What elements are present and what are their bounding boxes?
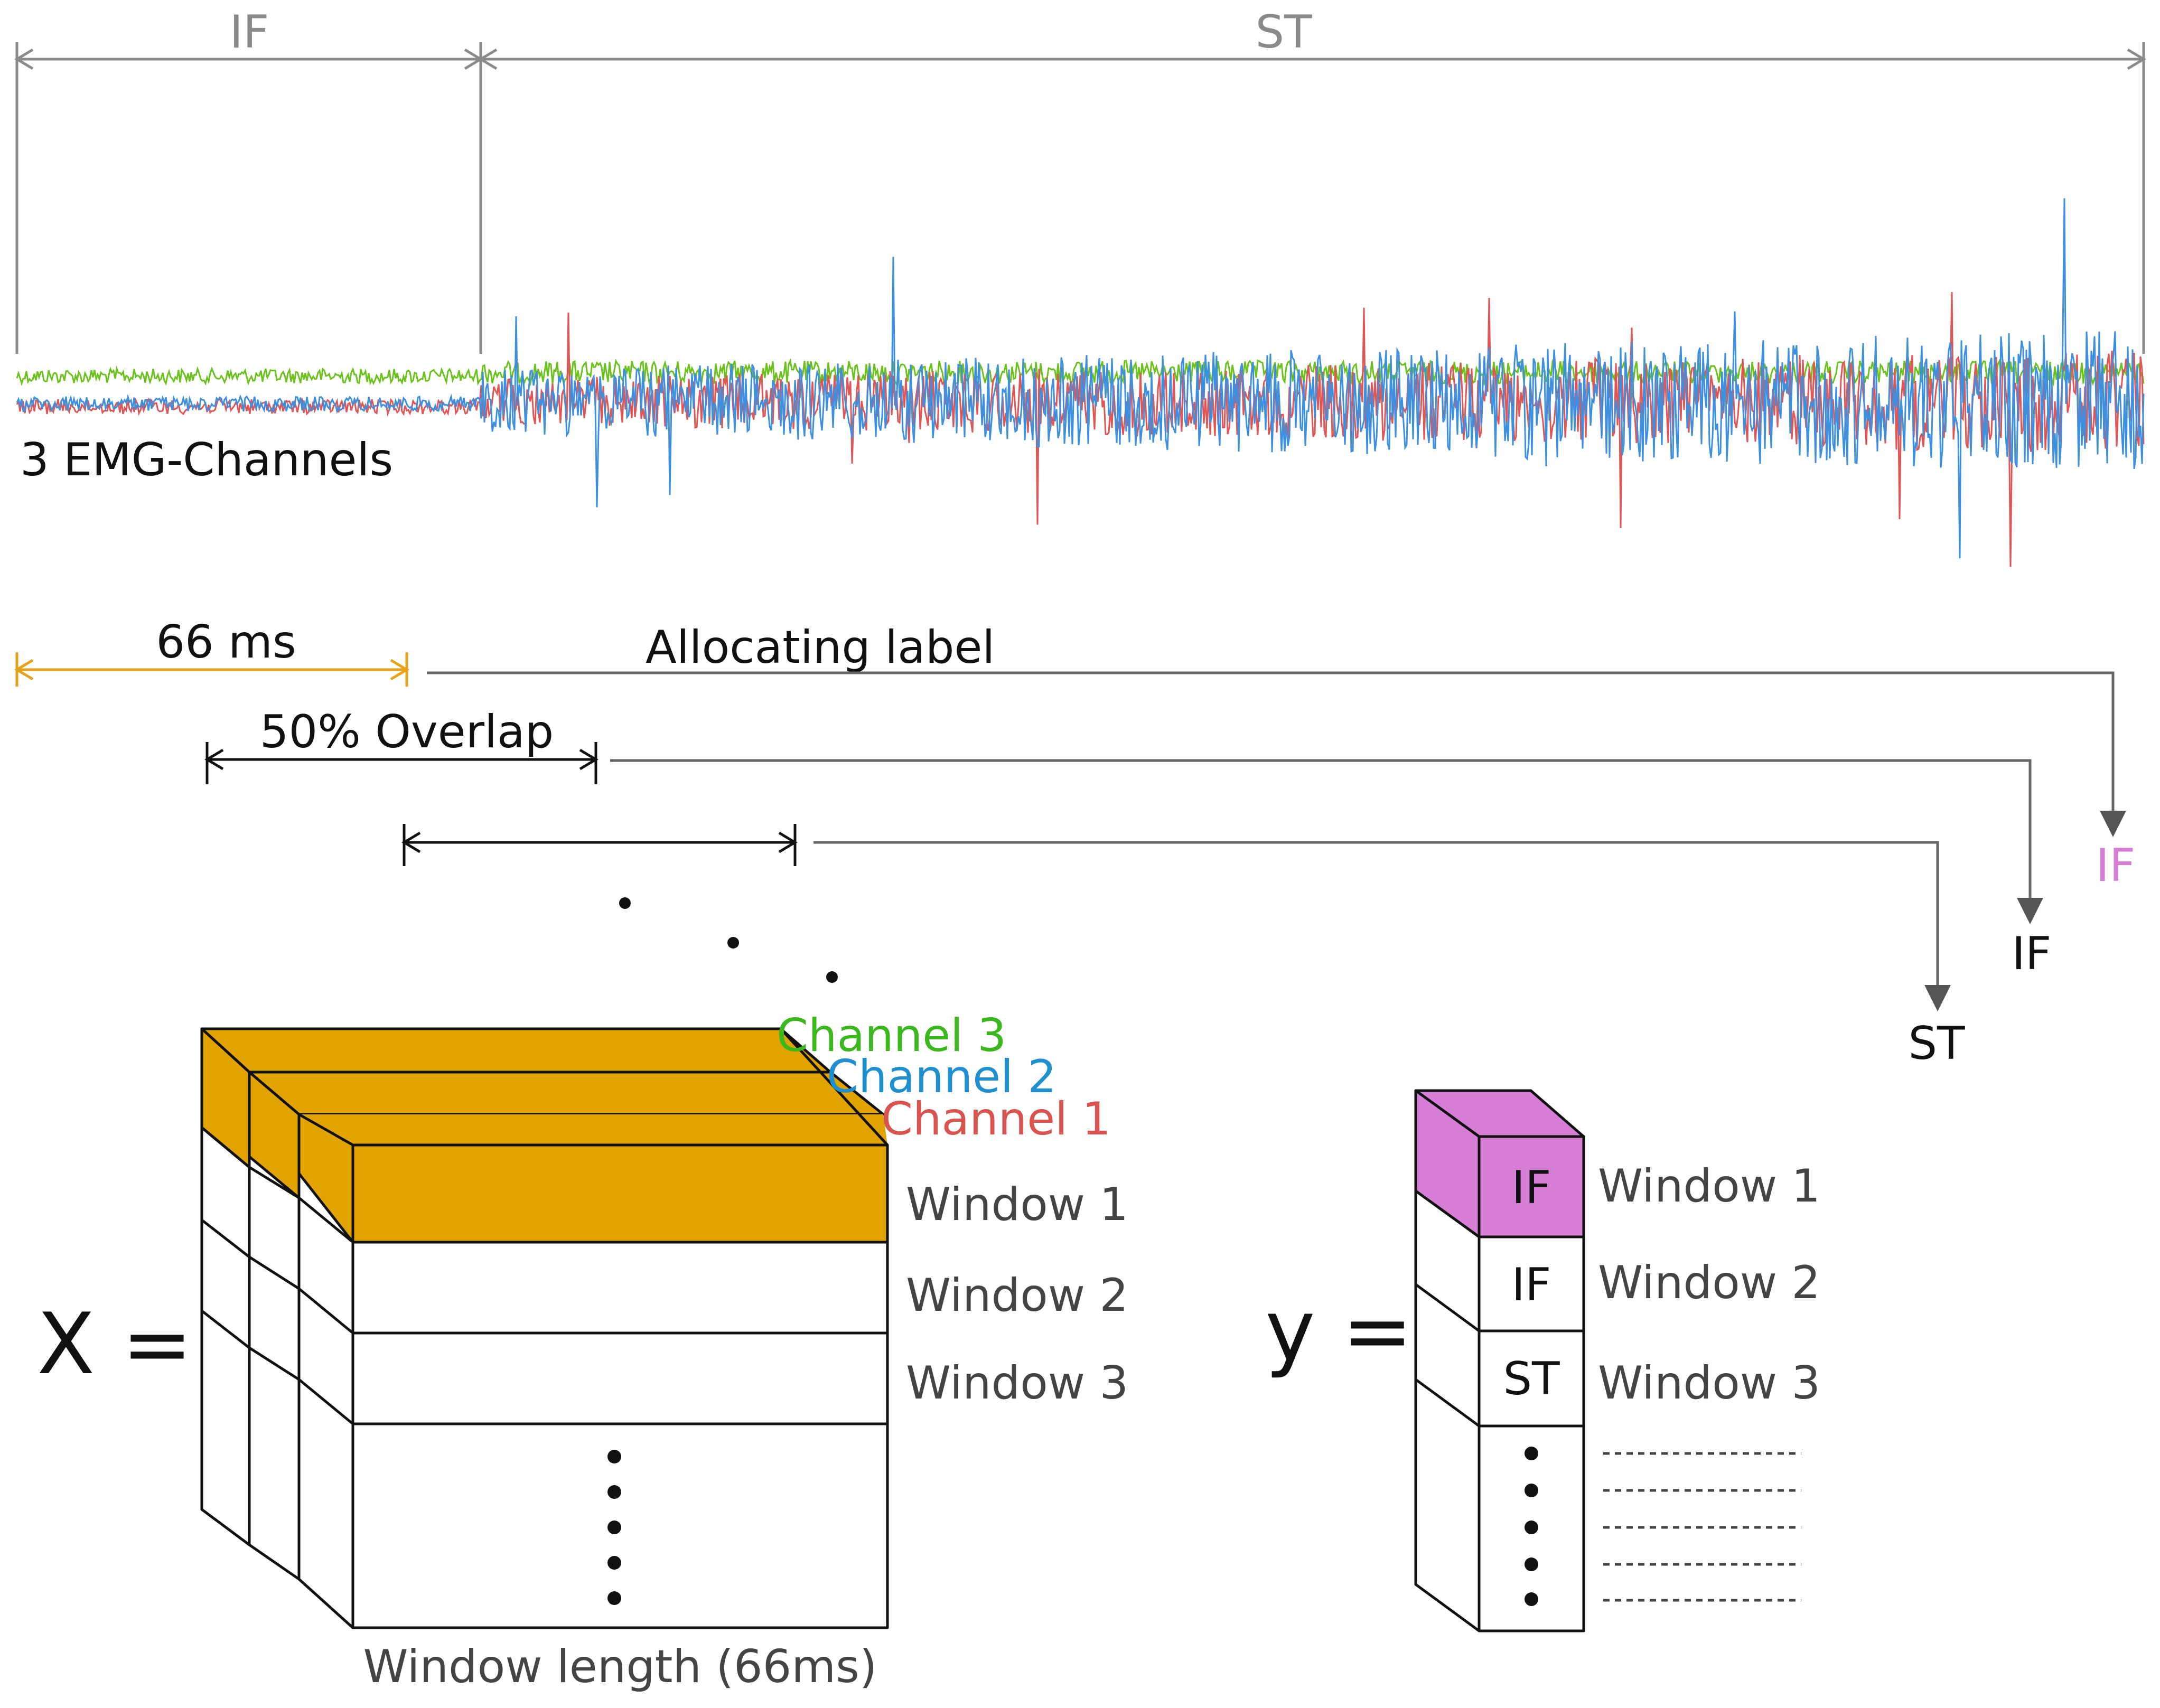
y-window-3-label: Window 3 [1598, 1357, 1820, 1410]
emg-channels-label: 3 EMG-Channels [20, 434, 393, 486]
y-cell-2-label: IF [1512, 1259, 1551, 1311]
allocated-label-1: IF [2096, 839, 2136, 892]
allocated-label-2: IF [2012, 927, 2052, 980]
x-tensor-more-rows [607, 1450, 621, 1605]
y-vector-more-cells [1525, 1447, 1538, 1606]
window-third-arrow [401, 824, 798, 866]
x-symbol: X = [37, 1294, 193, 1393]
window-2-row-front [351, 1241, 889, 1335]
allocation-connector-2 [610, 759, 2043, 924]
phase-bracket [14, 42, 2146, 354]
y-window-2-label: Window 2 [1598, 1256, 1820, 1309]
x-channel-2-label: Channel 2 [827, 1050, 1056, 1103]
x-window-1-label: Window 1 [906, 1178, 1128, 1231]
x-window-length-axis-label: Window length (66ms) [363, 1640, 877, 1693]
y-more-window-labels [1603, 1452, 1801, 1602]
st-left-arrowhead [478, 48, 498, 70]
x-window-3-label: Window 3 [906, 1357, 1128, 1410]
window-1-row-front [351, 1143, 889, 1244]
window-overlap-arrow [204, 742, 599, 784]
st-phase-label: ST [1255, 6, 1312, 59]
y-symbol: y = [1265, 1281, 1413, 1380]
allocating-label-text: Allocating label [646, 621, 995, 674]
window-3-row-front [351, 1331, 889, 1425]
x-tensor-block [200, 1027, 889, 1629]
x-window-2-label: Window 2 [906, 1269, 1128, 1322]
overlap-label: 50% Overlap [260, 706, 554, 758]
emg-trace-channel-2 [16, 198, 2145, 559]
y-window-1-cell [1478, 1135, 1585, 1238]
channel-3-top-slab [200, 1027, 832, 1074]
if-left-arrowhead [14, 48, 34, 70]
emg-signal-plot [16, 198, 2145, 567]
more-windows-ellipsis [619, 897, 838, 983]
allocation-connector-1 [427, 671, 2126, 837]
y-cell-3-label: ST [1503, 1353, 1560, 1405]
y-window-3-cell [1478, 1329, 1585, 1428]
if-phase-label: IF [230, 6, 269, 59]
y-window-2-cell [1478, 1235, 1585, 1332]
channel-2-top-slab [248, 1071, 885, 1116]
allocation-connector-3 [813, 841, 1951, 1011]
st-right-arrowhead [2127, 48, 2146, 70]
window-66ms-arrow [14, 652, 409, 687]
allocation-connectors [427, 671, 2126, 1011]
y-window-1-label: Window 1 [1598, 1160, 1820, 1213]
x-channel-3-label: Channel 3 [777, 1009, 1006, 1062]
allocated-label-3: ST [1908, 1017, 1965, 1070]
x-channel-1-label: Channel 1 [881, 1093, 1111, 1146]
y-cell-1-label: IF [1512, 1161, 1551, 1214]
window-length-label: 66 ms [156, 616, 296, 669]
